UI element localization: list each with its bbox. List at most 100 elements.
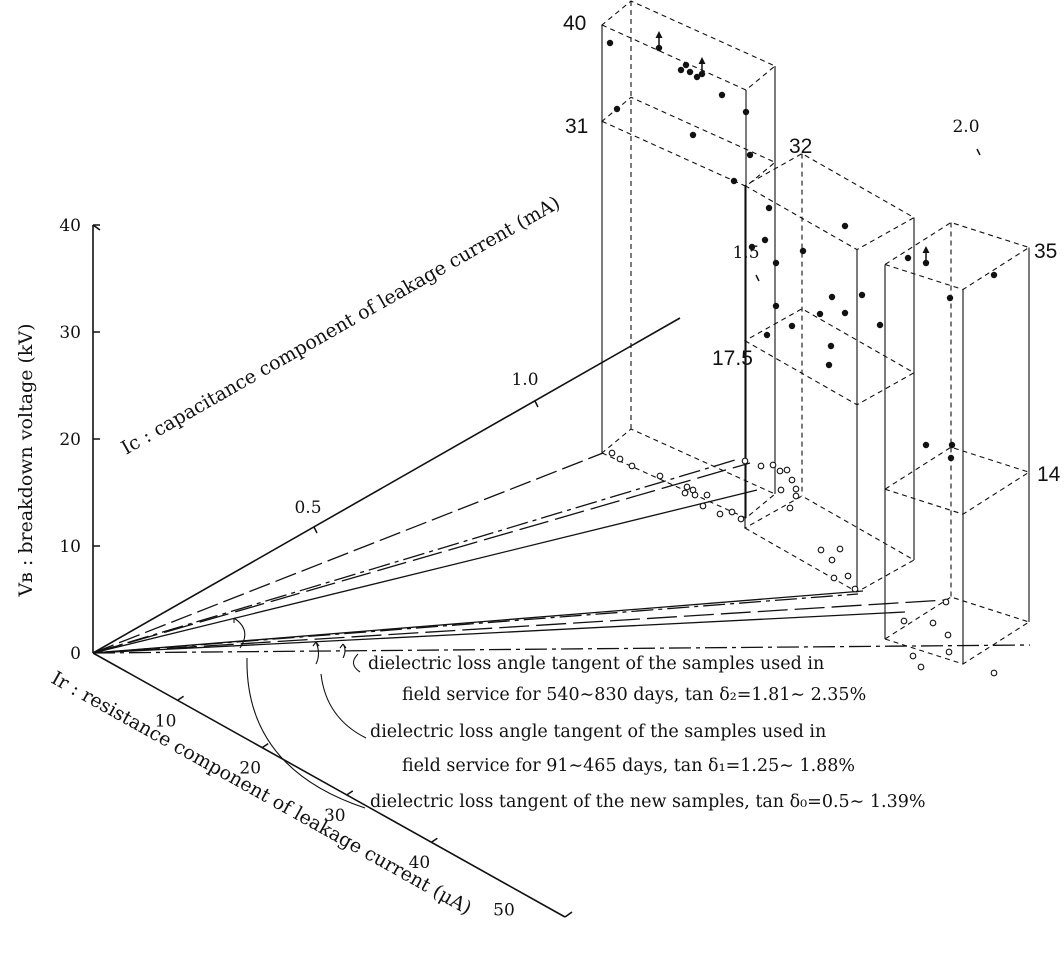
- box-face: [743, 308, 916, 406]
- off-scale-arrow: [922, 246, 930, 267]
- x-axis-cap: [564, 911, 573, 918]
- leakage-point: [929, 619, 937, 627]
- breakdown-point: [761, 236, 769, 244]
- leakage-point: [990, 669, 998, 677]
- box-face: [743, 152, 916, 251]
- z-tick-label: 40: [59, 216, 81, 236]
- x-tick-label: 50: [493, 901, 515, 921]
- box-value-label: 14: [1037, 463, 1061, 486]
- breakdown-point: [748, 243, 756, 251]
- breakdown-point: [990, 271, 998, 279]
- leakage-point: [683, 483, 691, 491]
- loss-angle-line: [92, 590, 864, 654]
- breakdown-point: [799, 247, 807, 255]
- y-tick-mark: [976, 148, 981, 156]
- z-tick-label: 10: [59, 537, 81, 557]
- x-tick-mark: [261, 742, 269, 749]
- breakdown-point: [742, 108, 750, 116]
- box-face: [883, 221, 1031, 291]
- leader-tan-delta0: [233, 617, 366, 809]
- leakage-point: [757, 462, 765, 470]
- off-scale-arrow: [698, 57, 706, 78]
- z-tick-label: 30: [59, 323, 81, 343]
- loss-angle-line: [92, 452, 604, 654]
- leakage-point: [792, 492, 800, 500]
- x-tick-label: 40: [409, 853, 431, 873]
- annotation-tan-delta2-line2: field service for 540∼830 days, tan δ₂=1…: [402, 685, 866, 705]
- box-face: [600, 96, 777, 187]
- sample-points: [606, 31, 998, 677]
- breakdown-point: [613, 105, 621, 113]
- leakage-point: [830, 574, 838, 582]
- box-face: [743, 495, 916, 593]
- y-axis-line: [92, 317, 681, 654]
- loss-angle-line: [92, 462, 751, 654]
- breakdown-point: [693, 73, 701, 81]
- breakdown-point: [606, 39, 614, 47]
- breakdown-point: [841, 309, 849, 317]
- box-face: [883, 596, 1031, 665]
- breakdown-point: [946, 294, 954, 302]
- breakdown-point: [876, 321, 884, 329]
- leakage-point: [728, 508, 736, 516]
- breakdown-point: [828, 293, 836, 301]
- breakdown-point: [772, 302, 780, 310]
- breakdown-point: [746, 151, 754, 159]
- breakdown-point: [682, 61, 690, 69]
- leakage-point: [608, 449, 616, 457]
- breakdown-point: [841, 222, 849, 230]
- y-tick-label: 2.0: [952, 117, 979, 137]
- breakdown-point: [827, 342, 835, 350]
- z-axis-label: Vʙ : breakdown voltage (kV): [15, 323, 37, 597]
- x-tick-label: 10: [155, 711, 177, 731]
- loss-angle-line: [92, 644, 1031, 654]
- leakage-point: [656, 472, 664, 480]
- annotation-tan-delta1-line2: field service for 91∼465 days, tan δ₁=1.…: [402, 756, 855, 776]
- axes: [92, 224, 681, 918]
- breakdown-point: [765, 204, 773, 212]
- x-axis-line: [92, 652, 566, 918]
- loss-angle-line: [92, 489, 758, 654]
- x-tick-mark: [177, 695, 185, 701]
- z-tick-label: 20: [59, 430, 81, 450]
- breakdown-point: [772, 259, 780, 267]
- breakdown-point: [947, 454, 955, 462]
- box-value-label: 40: [563, 12, 586, 35]
- box-value-label: 32: [789, 135, 812, 158]
- leakage-point: [828, 556, 836, 564]
- leakage-point: [945, 648, 953, 656]
- leakage-point: [942, 598, 950, 606]
- breakdown-boxes: [600, 0, 1031, 665]
- leakage-point: [788, 476, 796, 484]
- breakdown-point: [816, 310, 824, 318]
- y-ticks: 0.51.01.52.02.5: [294, 117, 981, 534]
- leakage-point: [691, 491, 699, 499]
- annotation-tan-delta0: dielectric loss tangent of the new sampl…: [370, 792, 926, 812]
- leakage-point: [851, 585, 859, 593]
- y-tick-mark: [755, 274, 760, 282]
- leakage-point: [844, 572, 852, 580]
- box-value-label: 31: [565, 115, 588, 138]
- annotation-tan-delta2-line1: dielectric loss angle tangent of the sam…: [368, 654, 824, 674]
- leakage-point: [777, 486, 785, 494]
- loss-angle-lines: [92, 452, 1031, 654]
- leakage-point: [699, 502, 707, 510]
- leakage-point: [769, 461, 777, 469]
- y-tick-mark: [313, 526, 318, 534]
- annotation-tan-delta1-line1: dielectric loss angle tangent of the sam…: [370, 722, 826, 742]
- leakage-point: [703, 491, 711, 499]
- leakage-point: [776, 467, 784, 475]
- box-face: [600, 0, 777, 91]
- off-scale-arrow: [655, 31, 663, 52]
- breakdown-point: [686, 68, 694, 76]
- breakdown-point: [922, 441, 930, 449]
- leakage-point: [737, 515, 745, 523]
- breakdown-point: [730, 177, 738, 185]
- box-value-label: 17.5: [712, 347, 753, 370]
- leakage-point: [836, 545, 844, 553]
- breakdown-point: [677, 66, 685, 74]
- loss-angle-line: [92, 459, 736, 654]
- z-axis-cap: [92, 224, 101, 231]
